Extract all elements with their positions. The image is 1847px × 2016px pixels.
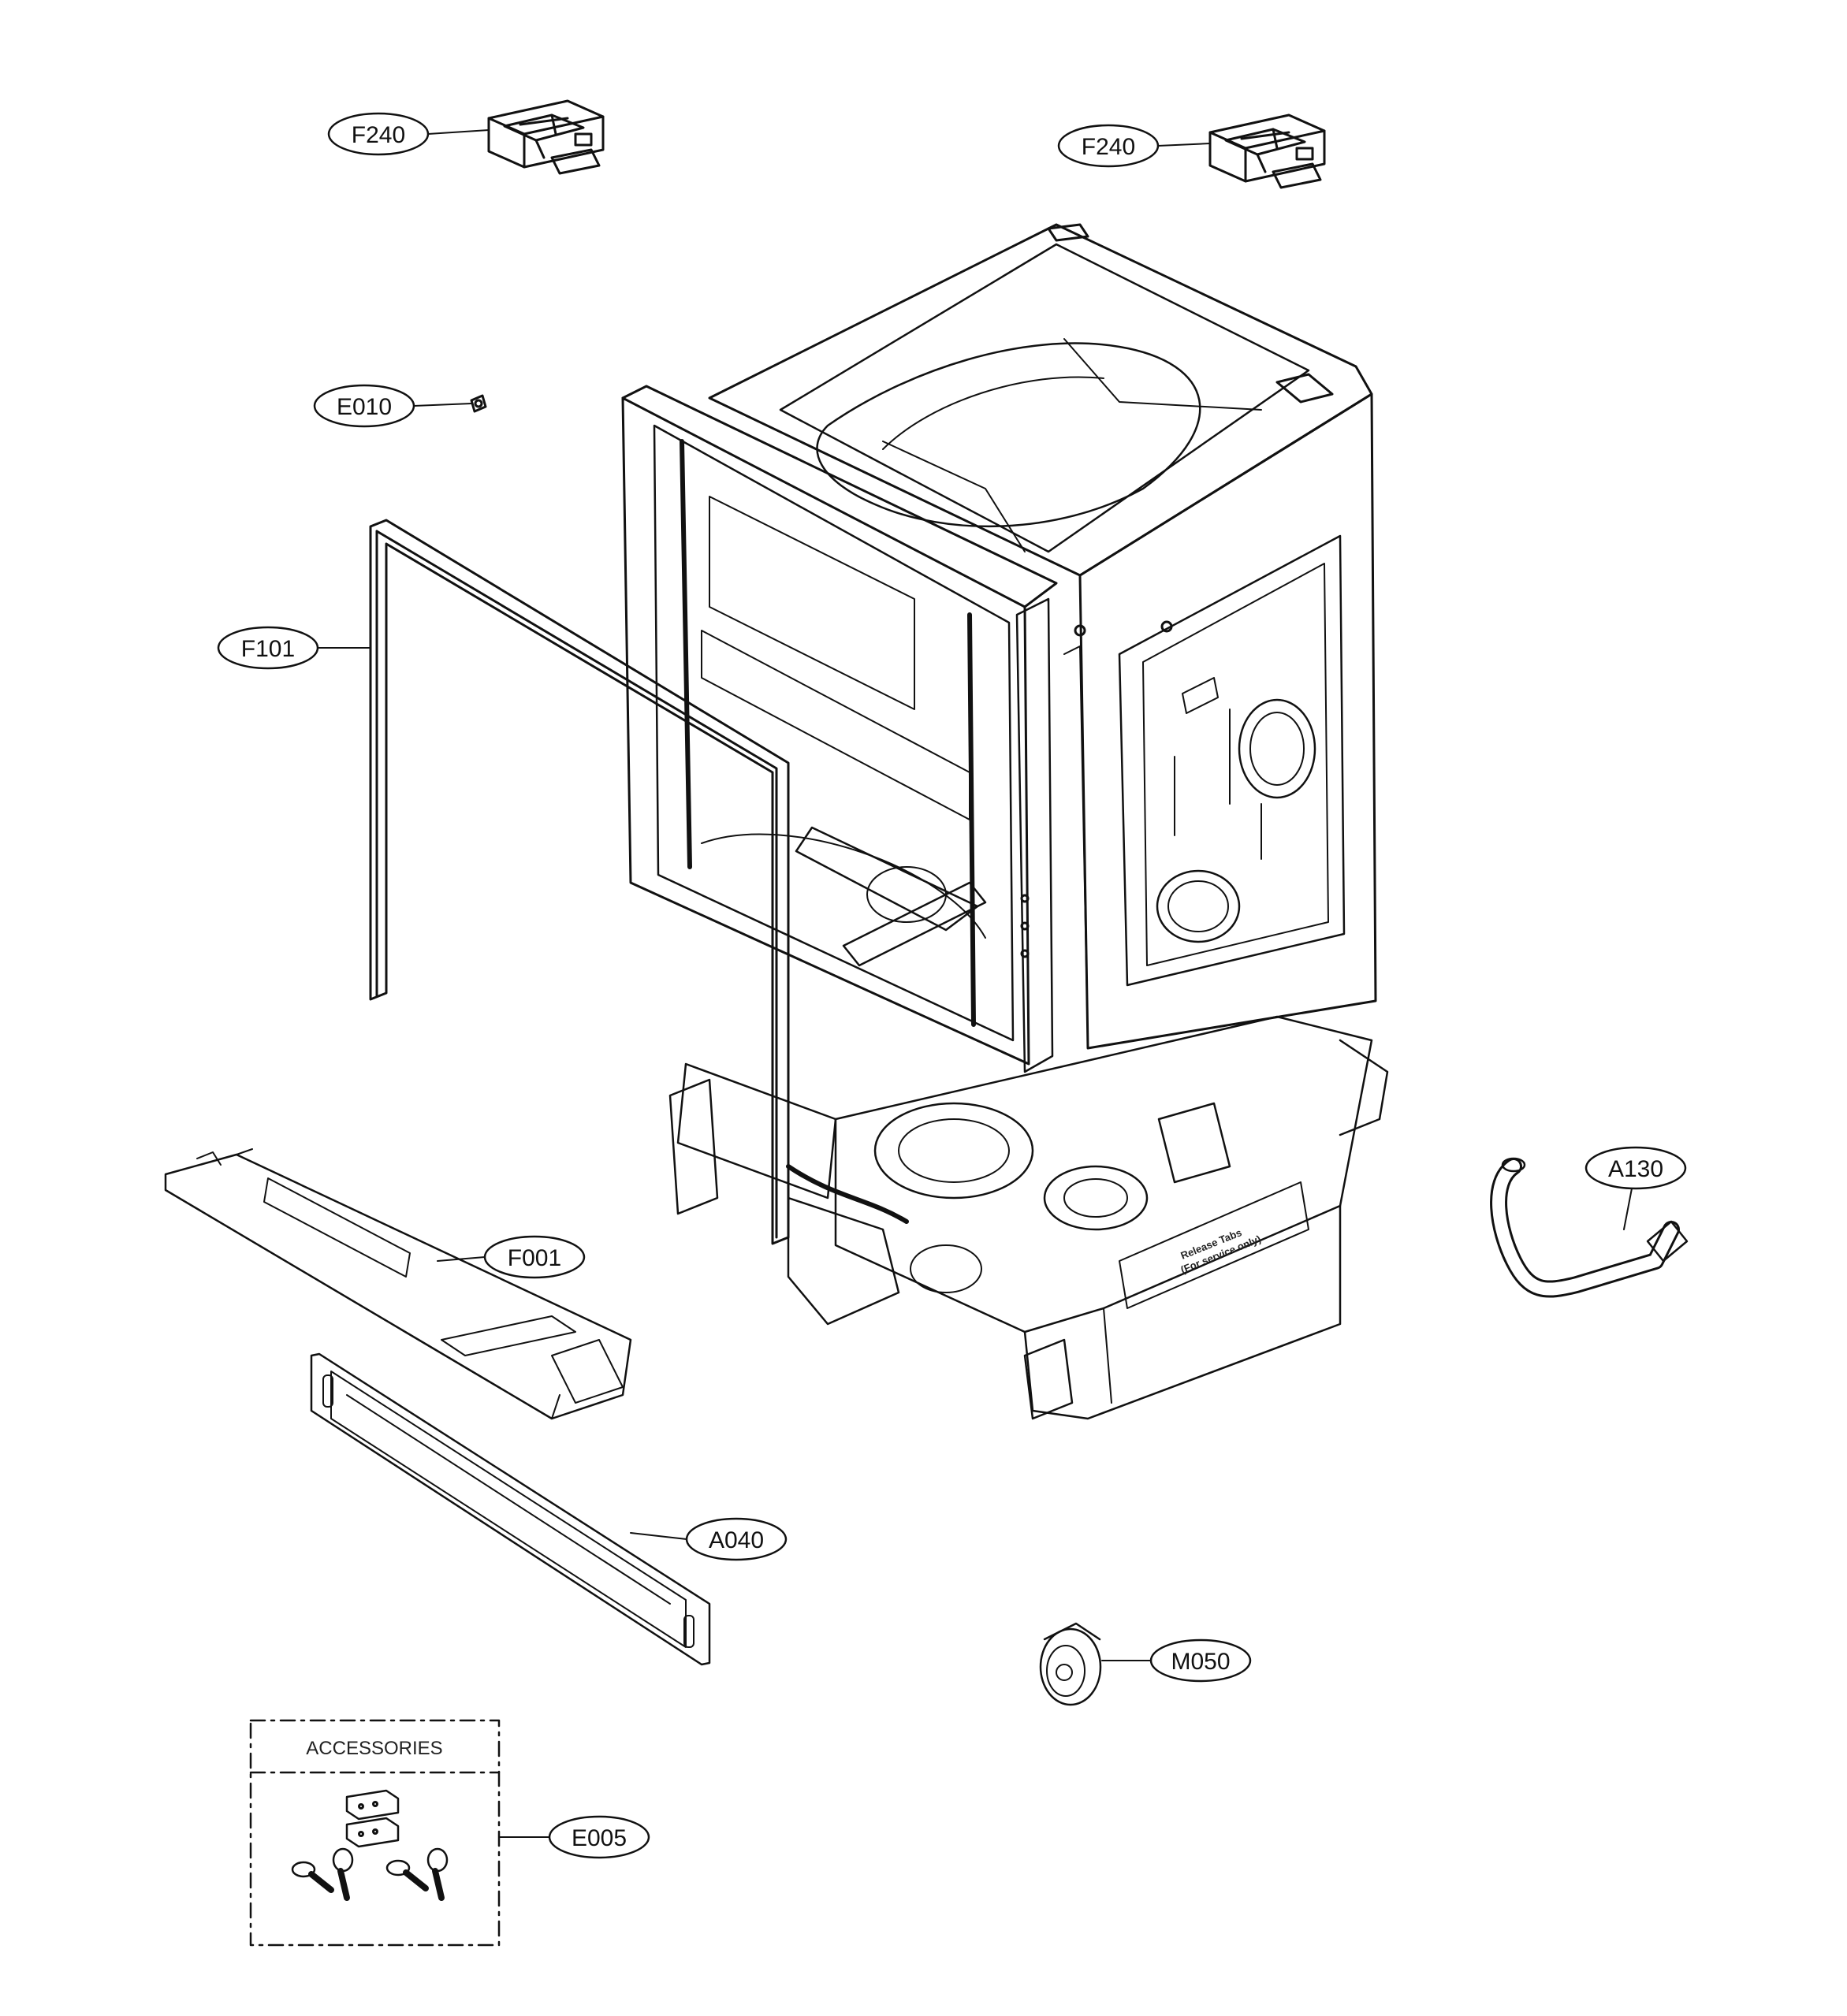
f240-right-callout: F240: [1057, 124, 1211, 168]
accessory-bracket-upper: [345, 1789, 400, 1821]
f001-label: F001: [508, 1245, 561, 1271]
e005-callout: E005: [498, 1815, 650, 1859]
e010-callout: E010: [313, 384, 472, 428]
f001-callout: F001: [437, 1235, 586, 1279]
e010-plug-part: [470, 394, 487, 413]
f101-callout: F101: [217, 626, 371, 670]
f101-label: F101: [241, 636, 295, 662]
f101-door-gasket-part: [369, 519, 790, 1245]
accessory-screw-4: [426, 1847, 449, 1901]
f240-right-label: F240: [1082, 134, 1135, 160]
f240-left-callout: F240: [327, 112, 490, 156]
accessory-screw-2: [332, 1847, 354, 1901]
e010-label: E010: [337, 394, 392, 420]
f240-right-bracket-part: [1208, 113, 1326, 189]
f240-left-label: F240: [352, 122, 405, 148]
a130-label: A130: [1608, 1156, 1663, 1182]
a040-kickplate-part: [310, 1352, 711, 1666]
a040-callout: A040: [630, 1517, 788, 1561]
tub-assembly-part: Release Tabs (For service only): [621, 223, 1389, 1420]
a130-drain-hose-part: [1490, 1157, 1689, 1298]
a130-callout: A130: [1584, 1146, 1687, 1230]
e005-label: E005: [572, 1825, 627, 1851]
a040-label: A040: [709, 1527, 764, 1553]
accessories-title: ACCESSORIES: [306, 1738, 442, 1759]
m050-motor-part: [1039, 1622, 1102, 1706]
m050-callout: M050: [1101, 1638, 1252, 1683]
m050-label: M050: [1171, 1649, 1230, 1675]
accessories-box: ACCESSORIES: [249, 1719, 501, 1947]
f240-left-bracket-part: [487, 99, 605, 175]
accessory-screw-3: [385, 1859, 429, 1891]
accessory-screw-1: [291, 1861, 334, 1893]
accessory-bracket-lower: [345, 1817, 400, 1848]
f001-panel-part: [164, 1148, 632, 1420]
